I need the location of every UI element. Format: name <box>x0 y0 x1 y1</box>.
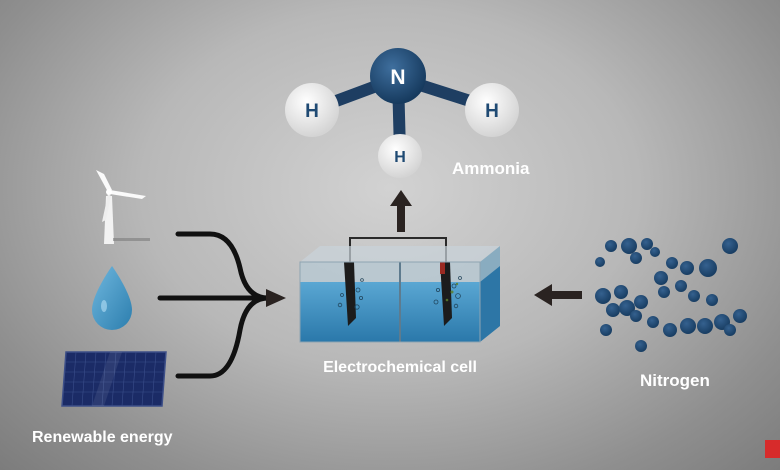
nitrogen-molecule <box>600 324 612 336</box>
nitrogen-molecule <box>595 288 611 304</box>
nitrogen-molecule <box>634 295 648 309</box>
electrode-left <box>344 262 356 326</box>
hydrogen-symbol: H <box>394 149 406 166</box>
nitrogen-molecule <box>680 261 694 275</box>
right-arrow-icon <box>266 289 286 307</box>
nitrogen-molecule <box>722 238 738 254</box>
nitrogen-molecule <box>706 294 718 306</box>
nitrogen-molecule <box>654 271 668 285</box>
nitrogen-molecule <box>658 286 670 298</box>
ammonia-molecule: H H H N <box>285 48 519 178</box>
nitrogen-molecule <box>614 285 628 299</box>
nitrogen-molecules-icon <box>595 238 747 352</box>
nitrogen-atom: N <box>370 48 426 104</box>
corner-badge-icon <box>765 440 780 458</box>
nitrogen-molecule <box>621 238 637 254</box>
renewable-label: Renewable energy <box>32 429 173 446</box>
nitrogen-molecule <box>630 252 642 264</box>
left-arrow-icon <box>534 284 582 306</box>
hydrogen-symbol: H <box>305 101 319 122</box>
cell-label: Electrochemical cell <box>323 359 477 376</box>
nitrogen-molecule <box>630 310 642 322</box>
nitrogen-molecule <box>606 303 620 317</box>
hydrogen-atom-bottom: H <box>378 134 422 178</box>
nitrogen-molecule <box>595 257 605 267</box>
electrode-right <box>440 262 452 326</box>
nitrogen-molecule <box>635 340 647 352</box>
ammonia-label: Ammonia <box>452 159 530 178</box>
nitrogen-molecule <box>650 247 660 257</box>
up-arrow-icon <box>390 190 412 232</box>
hydrogen-atom-right: H <box>465 83 519 137</box>
energy-connector <box>157 231 271 379</box>
nitrogen-molecule <box>680 318 696 334</box>
nitrogen-molecule <box>641 238 653 250</box>
nitrogen-molecule <box>647 316 659 328</box>
nitrogen-molecule <box>688 290 700 302</box>
hydrogen-atom-left: H <box>285 83 339 137</box>
nitrogen-molecule <box>733 309 747 323</box>
nitrogen-label: Nitrogen <box>640 371 710 390</box>
electrochemical-cell <box>299 237 500 343</box>
nitrogen-molecule <box>697 318 713 334</box>
nitrogen-molecule <box>666 257 678 269</box>
cell-bubbles <box>337 276 462 310</box>
nitrogen-molecule <box>605 240 617 252</box>
solar-panel-icon <box>61 351 167 407</box>
wind-turbine-icon <box>96 170 150 244</box>
hydrogen-symbol: H <box>485 101 499 122</box>
nitrogen-molecule <box>724 324 736 336</box>
nitrogen-symbol: N <box>390 66 405 89</box>
nitrogen-molecule <box>663 323 677 337</box>
nitrogen-molecule <box>699 259 717 277</box>
nitrogen-molecule <box>619 300 635 316</box>
nitrogen-molecule <box>675 280 687 292</box>
water-drop-icon <box>92 266 132 330</box>
